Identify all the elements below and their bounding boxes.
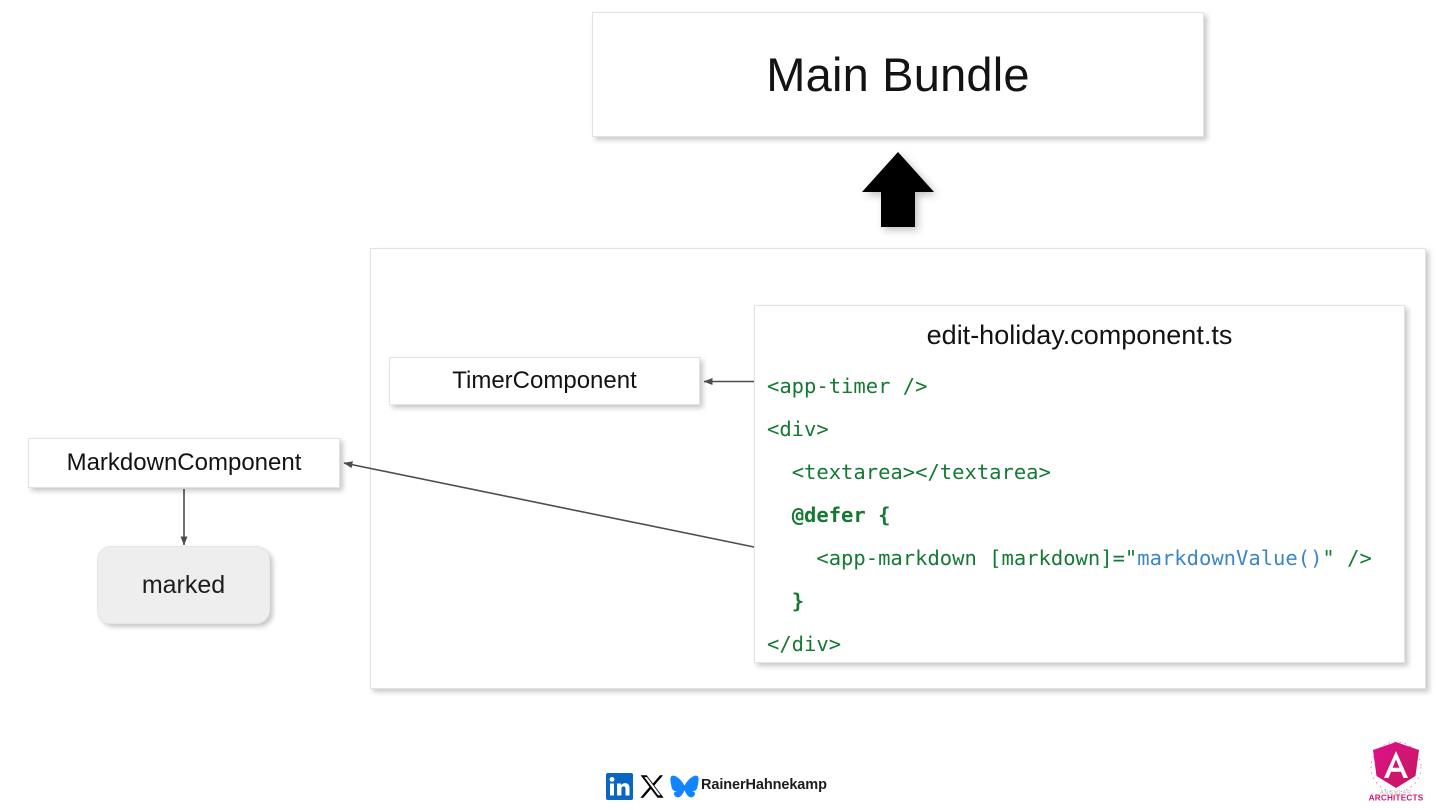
code-line: <app-markdown [markdown]="markdownValue(… <box>767 537 1404 580</box>
code-token: markdownValue() <box>1137 545 1323 570</box>
footer-handle: RainerHahnekamp <box>701 777 827 793</box>
code-card-title: edit-holiday.component.ts <box>926 320 1233 350</box>
code-line: </div> <box>767 623 1404 666</box>
code-line: <textarea></textarea> <box>767 451 1404 494</box>
svg-text:ANGULAR: ANGULAR <box>1380 790 1412 796</box>
code-token: " /> <box>1322 545 1372 570</box>
code-token: } <box>791 588 805 613</box>
bluesky-icon[interactable] <box>670 773 699 800</box>
code-token: <app-timer /> <box>767 373 928 398</box>
arrow-up-icon <box>862 152 934 227</box>
main-bundle-box: Main Bundle <box>592 12 1204 137</box>
code-listing: <app-timer /> <div> <textarea></textarea>… <box>767 365 1404 666</box>
x-twitter-icon[interactable] <box>638 773 665 800</box>
marked-library-label: marked <box>141 570 226 599</box>
code-card: edit-holiday.component.ts <app-timer /><… <box>754 305 1405 663</box>
code-line: <div> <box>767 408 1404 451</box>
linkedin-icon[interactable] <box>606 772 633 800</box>
code-token: <app-markdown [markdown]=" <box>816 545 1138 570</box>
markdown-component-box: MarkdownComponent <box>28 438 340 488</box>
main-bundle-label: Main Bundle <box>766 48 1030 101</box>
code-token: @defer { <box>791 502 891 527</box>
timer-component-box: TimerComponent <box>389 357 700 405</box>
code-line: @defer { <box>767 494 1404 537</box>
timer-component-label: TimerComponent <box>452 367 637 394</box>
marked-library-box: marked <box>97 546 270 624</box>
footer-social-icons <box>606 772 699 800</box>
code-token: </div> <box>767 631 842 656</box>
code-line: } <box>767 580 1404 623</box>
code-token: <div> <box>767 416 829 441</box>
code-line: <app-timer /> <box>767 365 1404 408</box>
markdown-component-label: MarkdownComponent <box>66 449 302 476</box>
angular-architects-logo: ANGULAR ARCHITECTS <box>1369 741 1424 803</box>
svg-text:ARCHITECTS: ARCHITECTS <box>1369 794 1424 803</box>
code-token: <textarea></textarea> <box>791 459 1051 484</box>
